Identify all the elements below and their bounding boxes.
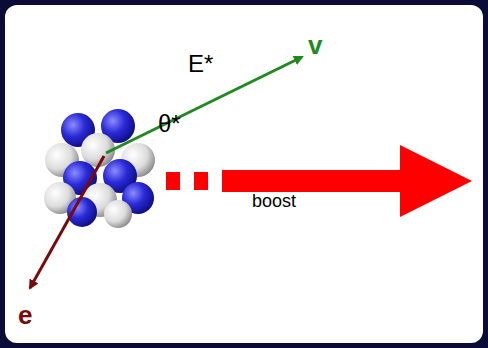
boost-arrow	[166, 145, 472, 217]
electron-arrow	[30, 156, 104, 288]
boost-label: boost	[252, 192, 296, 210]
energy-label: E*	[188, 52, 213, 76]
neutrino-label: v	[308, 32, 322, 58]
electron-label: e	[18, 302, 32, 328]
angle-label: θ*	[158, 112, 181, 136]
nucleus	[44, 109, 155, 228]
